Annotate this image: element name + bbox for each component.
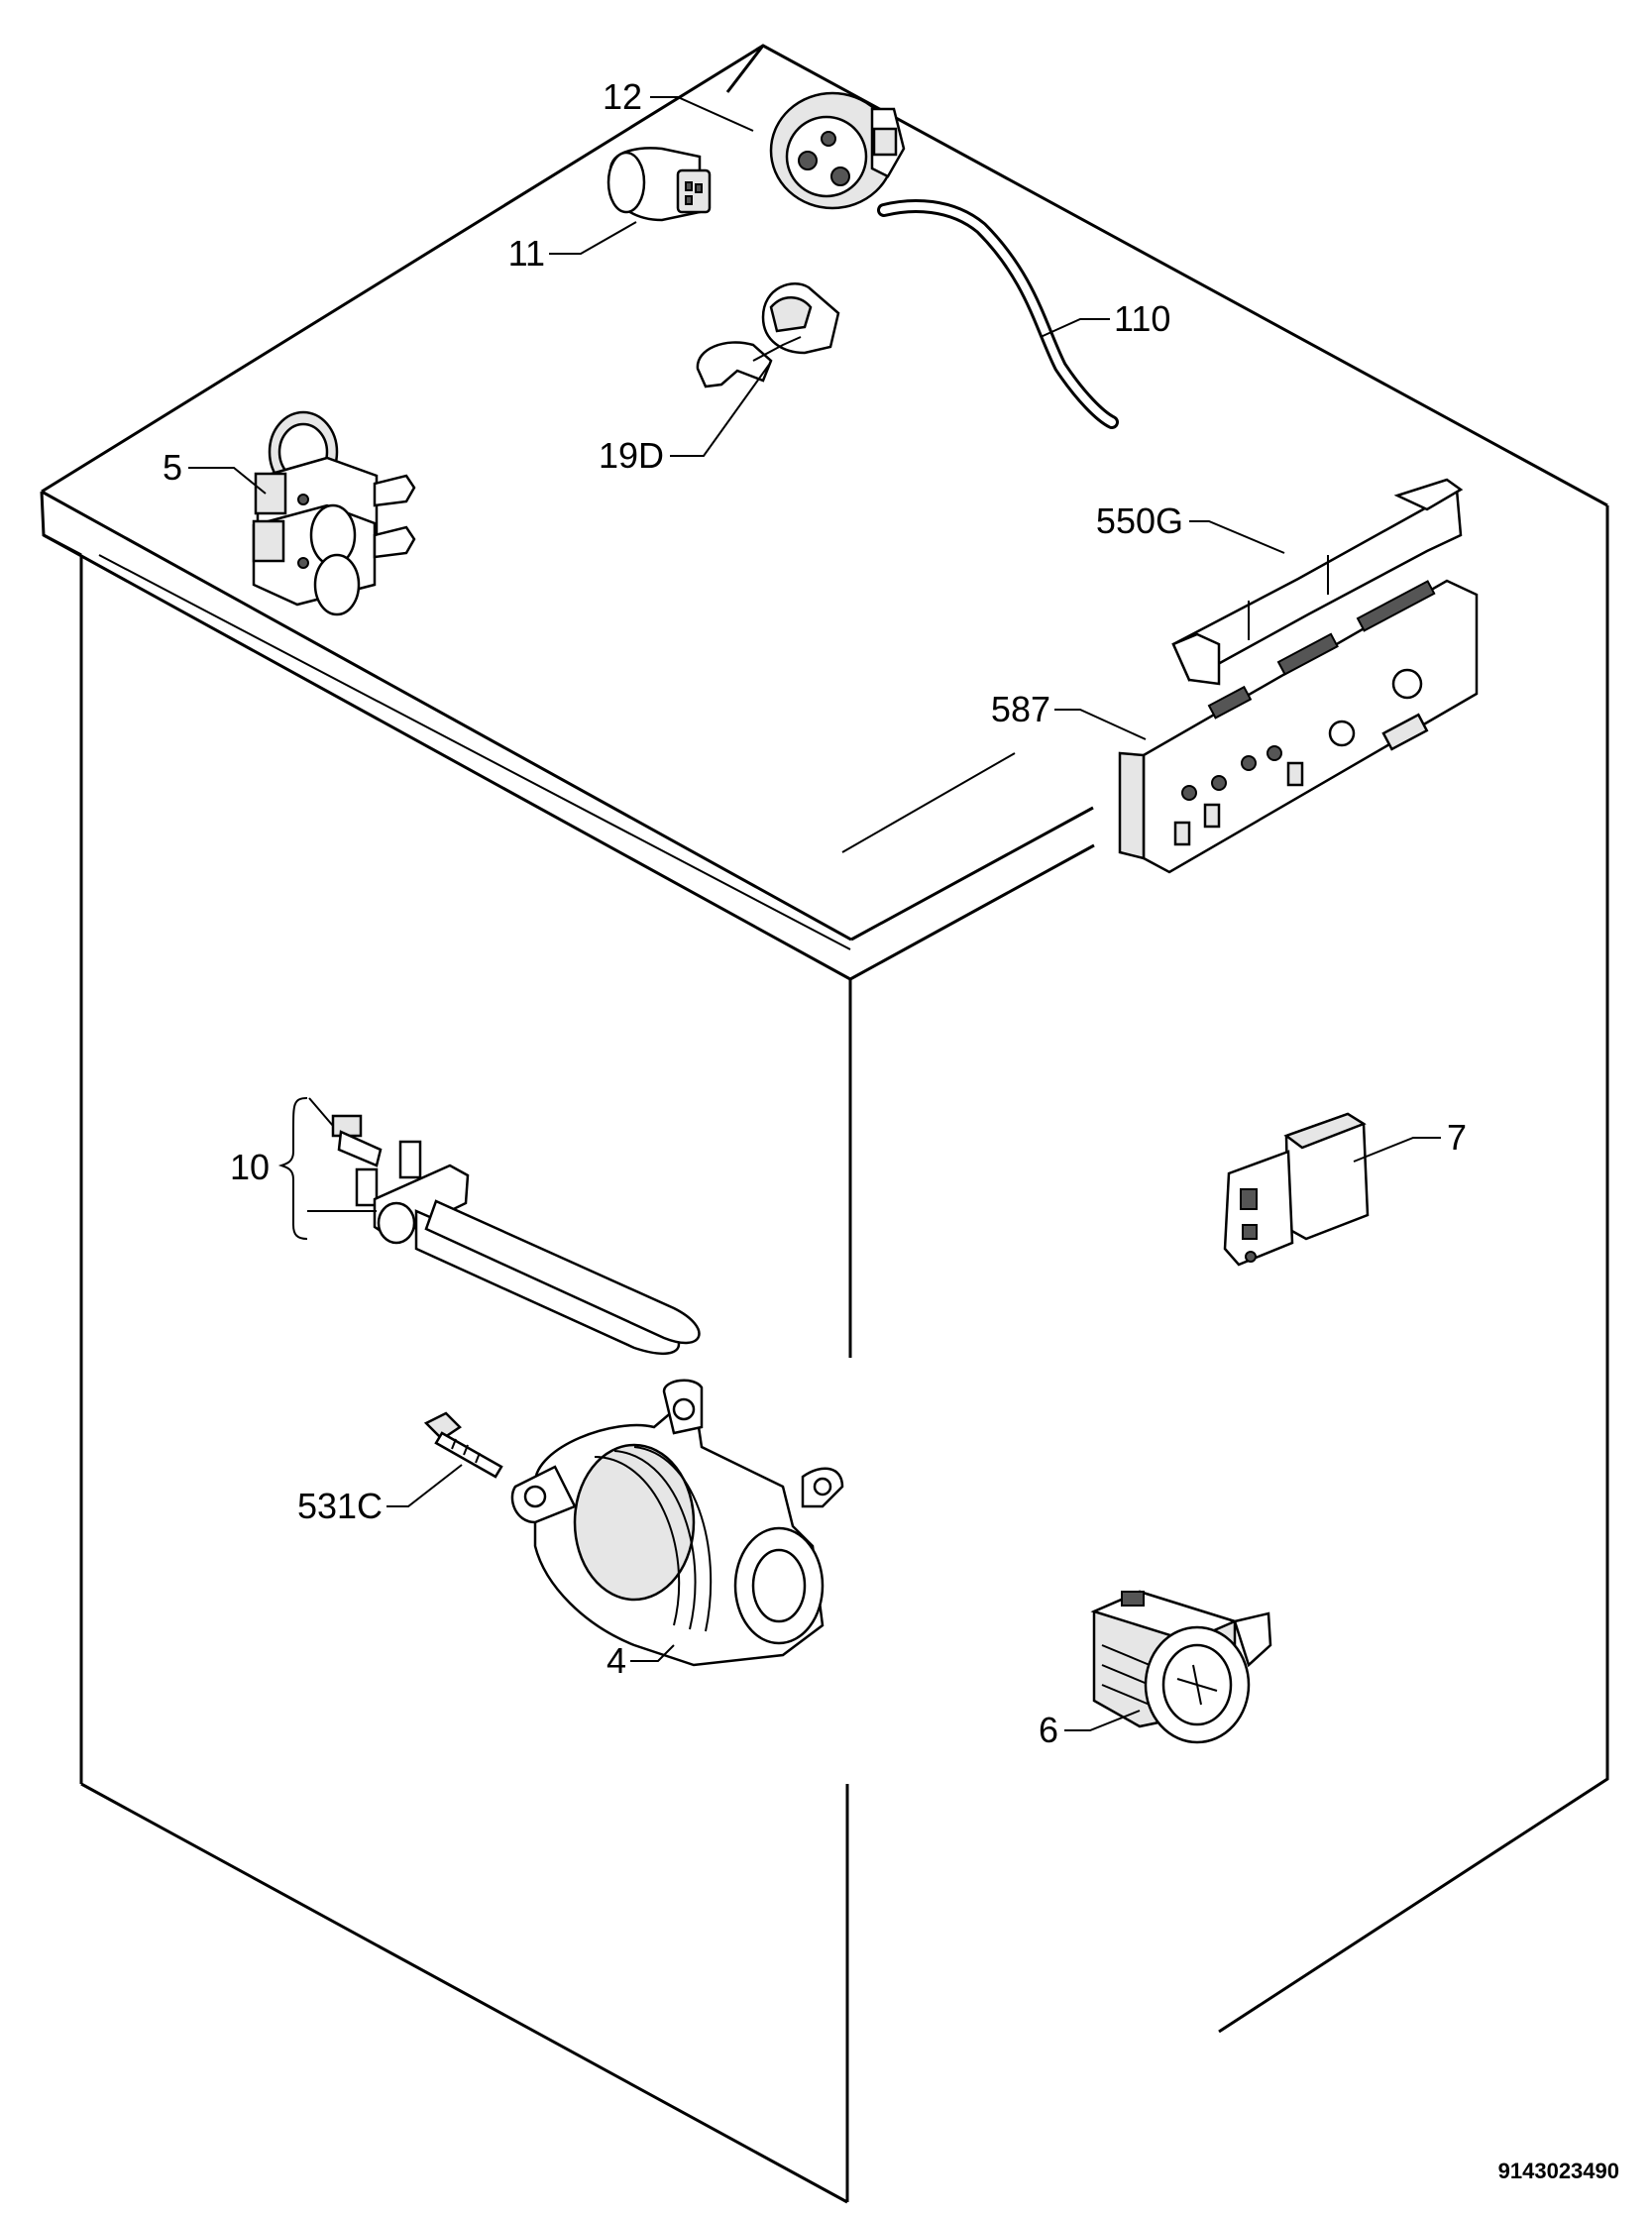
callout-587: 587	[991, 689, 1050, 729]
callout-531c: 531C	[297, 1486, 383, 1526]
part-531c-screw	[423, 1411, 503, 1479]
callout-6: 6	[1039, 1710, 1058, 1750]
callout-labels: 12 11 110 19D 5 550G 587 10 7 531C 4 6	[163, 76, 1467, 1750]
document-number: 9143023490	[1498, 2159, 1619, 2183]
cabinet-outline	[40, 44, 1609, 2204]
part-12-selector	[769, 91, 906, 210]
callout-110: 110	[1114, 298, 1170, 339]
callout-10: 10	[230, 1147, 270, 1187]
leader-lines	[188, 96, 1441, 1731]
part-550g-cover	[1171, 478, 1464, 686]
part-110-hose	[877, 199, 1119, 429]
callout-19d: 19D	[599, 435, 664, 476]
part-4-drain-pump	[510, 1379, 844, 1667]
callout-550g: 550G	[1096, 500, 1183, 541]
callout-4: 4	[606, 1640, 626, 1681]
callout-11: 11	[508, 233, 545, 274]
part-6-pressure-switch	[1090, 1590, 1272, 1744]
callout-7: 7	[1447, 1117, 1467, 1158]
callout-12: 12	[603, 76, 642, 117]
callout-5: 5	[163, 447, 182, 488]
part-7-door-lock	[1223, 1112, 1370, 1267]
part-5-inlet-valve	[252, 410, 416, 616]
part-587-pcb	[1118, 579, 1479, 874]
part-11-capacitor	[606, 147, 712, 222]
part-19d-thermostat	[696, 282, 840, 388]
part-10-heater	[331, 1114, 701, 1355]
